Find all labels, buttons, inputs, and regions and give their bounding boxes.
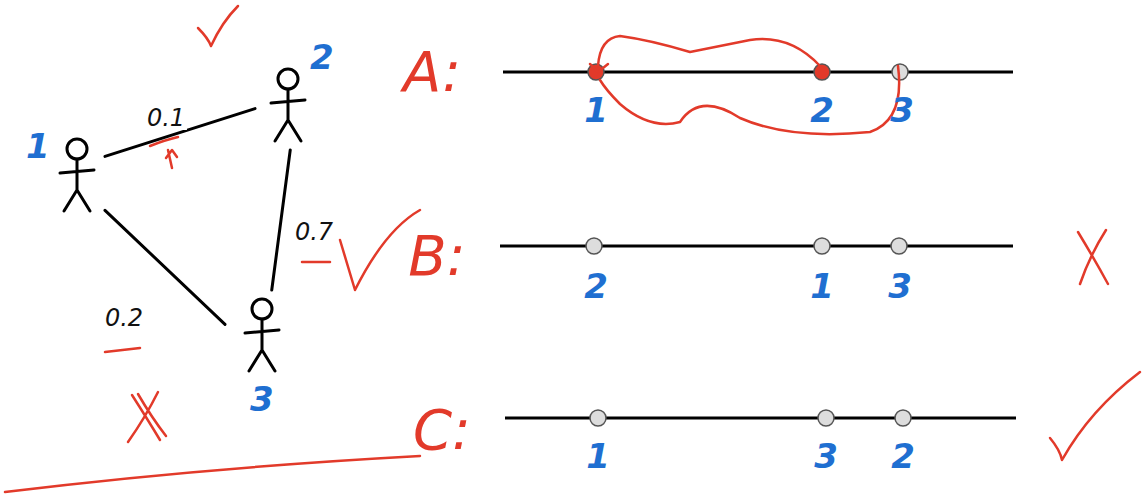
point-label: 1 xyxy=(584,93,608,127)
person-number: 2 xyxy=(310,40,334,74)
point-label: 1 xyxy=(586,439,610,473)
person-node: 1 xyxy=(20,125,105,215)
weight-label: 0.1 xyxy=(145,106,187,130)
weight-label: 0.2 xyxy=(103,306,145,330)
point-label: 1 xyxy=(810,269,834,303)
point-label: 2 xyxy=(584,269,608,303)
person-node: 3 xyxy=(225,290,300,430)
person-node: 2 xyxy=(255,40,340,150)
row-letter: C: xyxy=(413,402,471,458)
person-number: 1 xyxy=(26,129,50,163)
point-label: 2 xyxy=(810,93,834,127)
point-label: 3 xyxy=(888,269,912,303)
relation-line xyxy=(272,150,290,290)
weight-label: 0.7 xyxy=(293,220,335,244)
person-number: 3 xyxy=(250,382,274,416)
red-annotations xyxy=(5,6,1140,492)
point-label: 3 xyxy=(814,439,838,473)
points xyxy=(586,64,911,426)
point-label: 2 xyxy=(891,439,915,473)
stick-figure xyxy=(263,65,313,145)
row-letter: A: xyxy=(403,44,461,100)
row-letter: B: xyxy=(408,228,465,284)
stick-figure xyxy=(237,295,287,375)
point-label: 3 xyxy=(890,93,914,127)
stick-figure xyxy=(52,135,102,215)
